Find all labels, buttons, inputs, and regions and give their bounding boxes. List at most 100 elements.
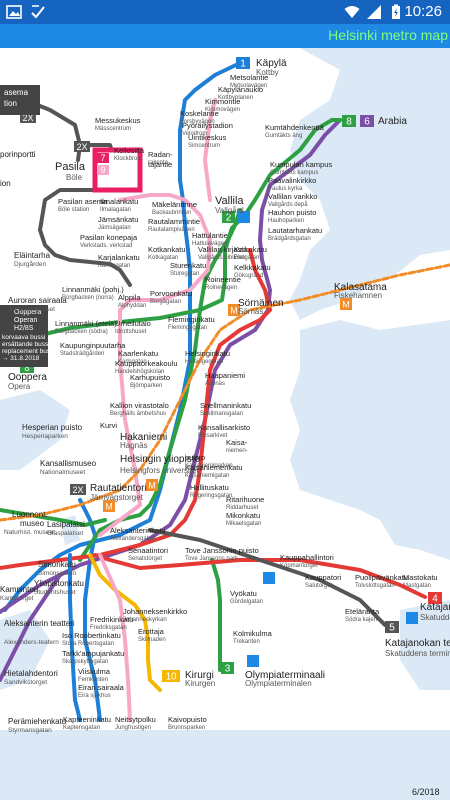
badge-7[interactable]	[97, 153, 109, 163]
left-ion[interactable]: ion	[0, 179, 11, 188]
station-label[interactable]: Kapteeninkatu	[63, 715, 111, 724]
station-label[interactable]: Eteläranta	[345, 607, 380, 616]
metro-icon[interactable]	[146, 479, 158, 491]
station-label[interactable]: Aleksanterinkatu	[110, 526, 165, 535]
station-label[interactable]: Kaikukatu	[234, 245, 267, 254]
station-label[interactable]: Kumpulan kampus	[270, 160, 332, 169]
left-luonnont[interactable]: Luonnont.	[12, 510, 48, 519]
badge-5[interactable]	[385, 621, 399, 633]
badge-9[interactable]	[97, 165, 109, 175]
terminal-kapyla[interactable]: Käpylä	[256, 58, 287, 69]
station-label[interactable]: Johanneksenkirkko	[123, 607, 187, 616]
station-label[interactable]: Tarkk'ampujankatu	[62, 649, 124, 658]
station-label[interactable]: puisto	[185, 453, 205, 462]
station-label[interactable]: Vallilan varikko	[268, 192, 317, 201]
station-label[interactable]: Kaivopuisto	[168, 715, 207, 724]
station-label[interactable]: Viiskulma	[78, 667, 111, 676]
station-label[interactable]: Paavalinkirkko	[268, 176, 316, 185]
left-lasipalatsi[interactable]: Lasipalatsi	[47, 520, 85, 529]
station-kalasatama[interactable]: Kalasatama	[334, 282, 387, 293]
station-label[interactable]: Kelkkakatu	[234, 263, 271, 272]
station-label[interactable]: tajantie	[148, 160, 172, 169]
station-label[interactable]: Mikonkatu	[226, 511, 260, 520]
badge-10[interactable]	[162, 670, 180, 682]
station-label[interactable]: Kaarlenkatu	[118, 349, 158, 358]
left-simonkatu[interactable]: Simonkatu	[38, 560, 76, 569]
badge-1[interactable]	[236, 57, 250, 69]
metro-icon[interactable]	[340, 298, 352, 310]
station-label[interactable]: Pyöräilystadion	[182, 121, 233, 130]
station-label[interactable]: Pasilan asema	[58, 197, 108, 206]
left-elaintarha[interactable]: Eläintarha	[14, 251, 51, 260]
station-label[interactable]: Neitsytpolku	[115, 715, 156, 724]
terminal-arabia[interactable]: Arabia	[378, 116, 407, 127]
station-label[interactable]: Alppila	[118, 293, 141, 302]
station-label[interactable]: Iso Roobertinkatu	[62, 631, 121, 640]
station-label[interactable]: Vyökatu	[230, 589, 257, 598]
station-label[interactable]: Helsinginkatu	[185, 349, 230, 358]
terminal-katajanokan[interactable]: Katajanokan terminaali	[385, 638, 450, 649]
station-label[interactable]: Kotkankatu	[148, 245, 186, 254]
badge-2x-top[interactable]	[20, 112, 36, 123]
station-label[interactable]: Roineentie	[205, 275, 241, 284]
badge-2x-pasila[interactable]	[74, 141, 90, 152]
badge-3[interactable]	[221, 662, 234, 674]
station-label[interactable]: Ritarihuone	[226, 495, 264, 504]
station-label[interactable]: Lautatarhankatu	[268, 226, 322, 235]
station-label[interactable]: Pasilan konepaja	[80, 233, 138, 242]
station-label[interactable]: Urheilutalo	[115, 319, 151, 328]
left-korinportti[interactable]: porinportti	[0, 150, 36, 159]
station-label[interactable]: Käpylänaukio	[218, 85, 263, 94]
station-label[interactable]: Kansallisarkisto	[198, 423, 250, 432]
station-label[interactable]: Jämsänkatu	[98, 215, 138, 224]
station-label[interactable]: Kaisaniemenkatu	[185, 463, 243, 472]
station-label[interactable]: Kauppatori	[305, 573, 342, 582]
left-kansallismuseo[interactable]: Kansallismuseo	[40, 459, 97, 468]
station-label[interactable]: Snellmaninkatu	[200, 401, 251, 410]
station-label[interactable]: Rautalammintie	[148, 217, 200, 226]
station-label[interactable]: Kurvi	[100, 421, 117, 430]
station-label[interactable]: Metsolantie	[230, 73, 268, 82]
station-label[interactable]: Mastokatu	[403, 573, 438, 582]
terminal-kirurgi[interactable]: Kirurgi	[185, 670, 214, 681]
left-hesperian[interactable]: Hesperian puisto	[22, 423, 83, 432]
station-label[interactable]: Ilmalankatu	[100, 197, 138, 206]
station-label[interactable]: Haapaniemi	[205, 371, 245, 380]
station-label[interactable]: Fleminginkatu	[168, 315, 215, 324]
metro-map[interactable]: 1 8 6 2 7 9 2X 2X 8X 8 2X 4 5 3 10 M	[0, 48, 450, 800]
station-label[interactable]: Eiran sairaala	[78, 683, 125, 692]
station-label[interactable]: Radan-	[148, 150, 173, 159]
left-yliopistonkatu[interactable]: Yliopistonkatu	[34, 579, 84, 588]
station-label[interactable]: Hauhon puisto	[268, 208, 316, 217]
station-label[interactable]: Linnanmäki (pohj.)	[62, 285, 124, 294]
station-label[interactable]: Hattulantie	[192, 231, 228, 240]
station-label[interactable]: Kaupunginpuutarha	[60, 341, 126, 350]
left-hietalahdentori[interactable]: Hietalahdentori	[4, 669, 58, 678]
station-hakaniemi-metro[interactable]: Hakaniemi	[120, 432, 167, 443]
station-label[interactable]: Karhupuisto	[130, 373, 170, 382]
station-label[interactable]: Kumtähdenkenttä	[265, 123, 325, 132]
station-label[interactable]: Kellosilta	[114, 146, 145, 155]
station-label[interactable]: Vallilan kirjasto	[198, 245, 247, 254]
left-kampintori[interactable]: Kampintori	[0, 585, 38, 594]
station-yliopisto[interactable]: Helsingin yliopisto	[120, 454, 200, 465]
station-label[interactable]: Mäkelänrinne	[152, 200, 197, 209]
badge-8-left[interactable]	[20, 362, 34, 373]
left-perameheninkatu[interactable]: Perämiehenkatu	[8, 717, 66, 726]
station-label[interactable]: Messukeskus	[95, 116, 141, 125]
station-label[interactable]: Uintikeskus	[188, 133, 227, 142]
left-auroran[interactable]: Auroran sairaala	[8, 296, 67, 305]
badge-8[interactable]	[342, 115, 356, 127]
badge-2x-rautatientori[interactable]	[70, 484, 86, 495]
terminal-katajanokka[interactable]: Katajanokka	[420, 602, 450, 613]
station-label[interactable]: Kolmikulma	[233, 629, 273, 638]
station-label[interactable]: Kimmontie	[205, 97, 240, 106]
station-vallila[interactable]: Vallila	[215, 195, 244, 207]
station-label[interactable]: Erottaja	[138, 627, 165, 636]
station-ooppera[interactable]: Ooppera	[8, 372, 47, 383]
station-sornainen[interactable]: Sörnäinen	[238, 298, 284, 309]
left-aleksanterin[interactable]: Aleksanterin teatteri	[4, 619, 75, 628]
badge-4[interactable]	[428, 592, 442, 604]
station-label[interactable]: Tove Janssonin puisto	[185, 546, 259, 555]
station-label[interactable]: Kallion virastotalo	[110, 401, 169, 410]
